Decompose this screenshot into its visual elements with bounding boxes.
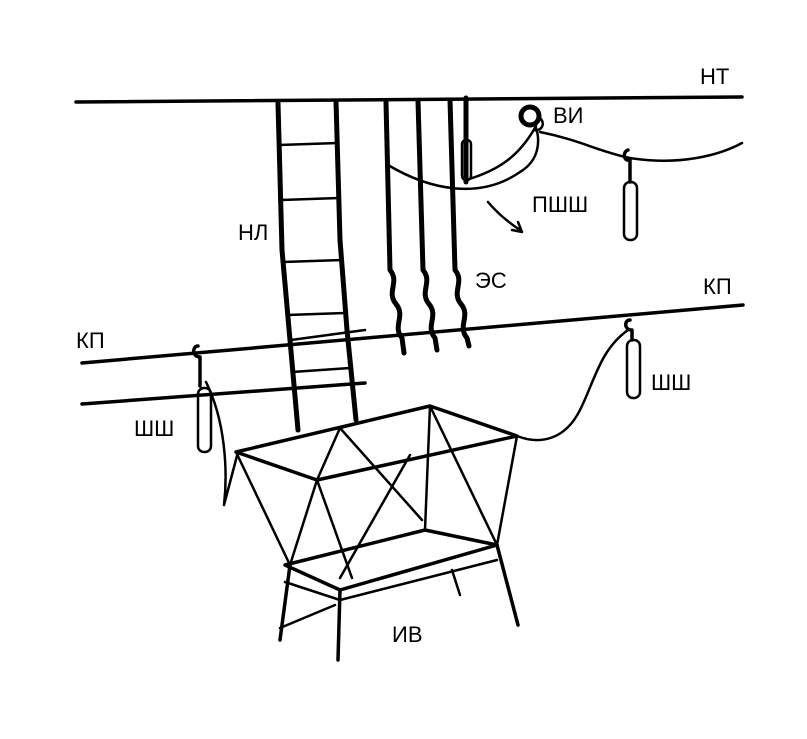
contact-wire-kp-upper — [80, 303, 745, 365]
carrying-wire-nt — [74, 95, 744, 104]
rod-shsh-upper-right — [622, 148, 639, 242]
label-pshsh: ПШШ — [532, 192, 588, 217]
rope-pshsh-inner — [464, 124, 538, 182]
grounding-cable-right — [515, 328, 630, 442]
grounding-cable-left — [204, 380, 240, 507]
droppers-es — [383, 97, 472, 356]
rod-shsh-right — [624, 318, 642, 400]
label-shsh-left: ШШ — [134, 416, 174, 441]
contact-wire-kp-lower — [80, 381, 367, 406]
arrow-head-icon — [510, 220, 524, 234]
insulator-vi — [460, 95, 544, 185]
arrow-icon — [486, 200, 522, 232]
label-shsh-right: ШШ — [651, 370, 691, 395]
label-vi: ВИ — [553, 103, 584, 128]
insulated-ladder-nl — [275, 98, 367, 433]
rod-shsh-left — [192, 344, 213, 454]
label-nl: НЛ — [238, 220, 268, 245]
label-iv: ИВ — [392, 622, 423, 647]
label-es: ЭС — [475, 268, 507, 293]
label-nt: НТ — [700, 64, 729, 89]
label-kp-right: КП — [703, 274, 732, 299]
rope-pshsh — [386, 126, 540, 191]
rope-pshsh-right — [538, 130, 744, 162]
label-kp-left: КП — [76, 328, 105, 353]
insulated-tower-iv — [234, 404, 520, 662]
